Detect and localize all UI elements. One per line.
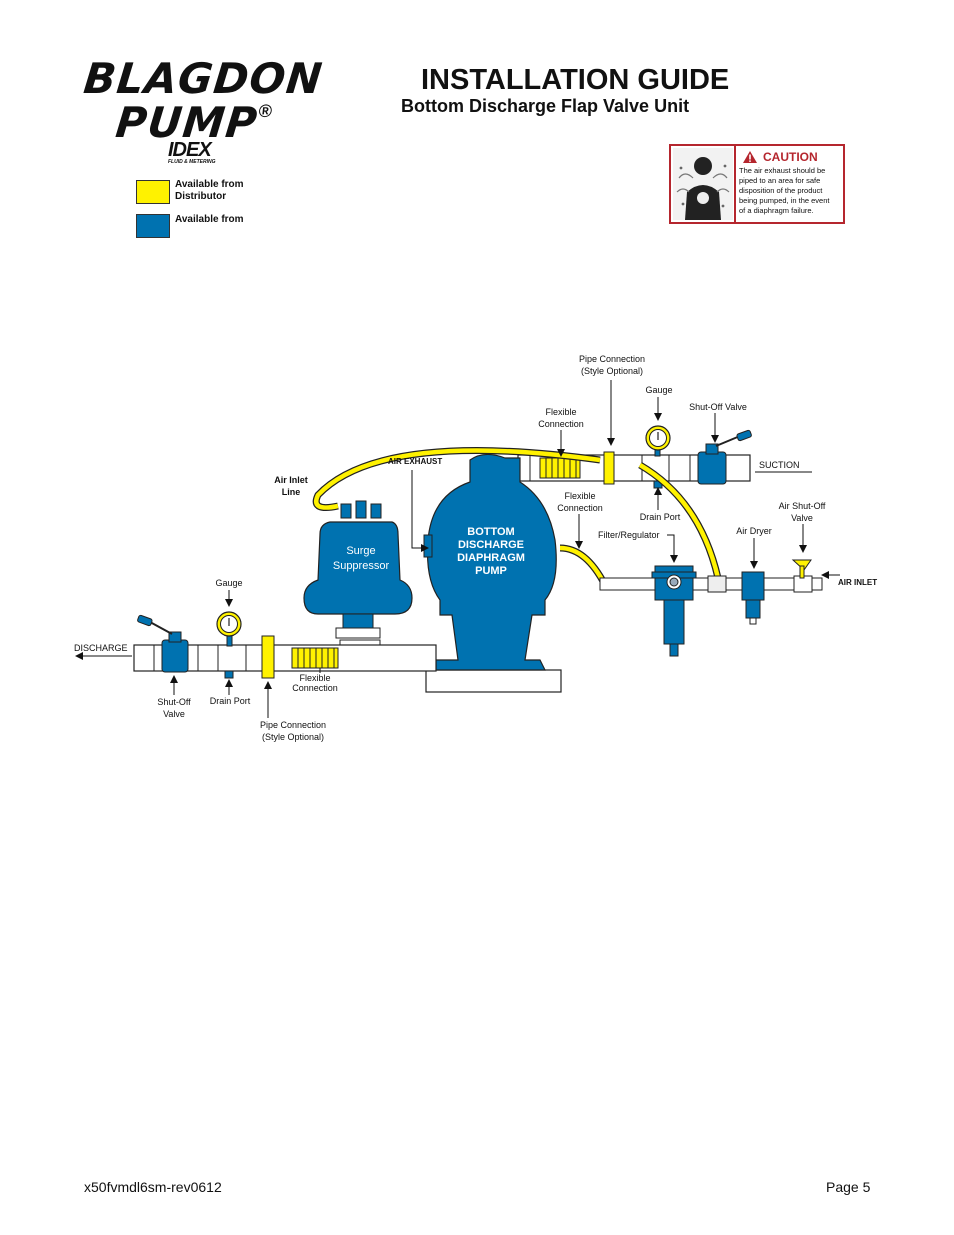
gauge-top (645, 425, 671, 457)
svg-text:Line: Line (282, 487, 301, 497)
label-flexible-connection-top: Flexible (545, 407, 576, 417)
svg-text:(Style Optional): (Style Optional) (262, 732, 324, 742)
filter-regulator (651, 565, 697, 657)
svg-text:Connection: Connection (557, 503, 603, 513)
svg-text:(Style Optional): (Style Optional) (581, 366, 643, 376)
label-filter-regulator: Filter/Regulator (598, 530, 660, 540)
registered-mark: ® (257, 101, 275, 121)
label-air-dryer: Air Dryer (736, 526, 772, 536)
flexible-connection-bottom (291, 647, 339, 669)
label-suction: SUCTION (759, 460, 800, 470)
label-pump: BOTTOM (467, 526, 514, 538)
gauge-bottom (216, 611, 242, 647)
page-title: INSTALLATION GUIDE (421, 64, 730, 96)
svg-text:DISCHARGE: DISCHARGE (458, 539, 524, 551)
label-air-exhaust: AIR EXHAUST (388, 457, 442, 466)
diaphragm-pump (423, 453, 562, 693)
drain-port-bottom (224, 670, 234, 679)
label-gauge-top: Gauge (645, 385, 672, 395)
label-gauge-bottom: Gauge (215, 578, 242, 588)
legend-swatch-distributor (136, 180, 170, 204)
idex-logo: IDEX FLUID & METERING (168, 140, 216, 165)
label-drain-port-top: Drain Port (640, 512, 681, 522)
label-drain-port-bottom: Drain Port (210, 696, 251, 706)
flexible-connection-top (539, 457, 581, 479)
label-flexible-connection-bottom: Flexible (299, 673, 330, 683)
warning-triangle-icon (743, 151, 757, 163)
page-subtitle: Bottom Discharge Flap Valve Unit (401, 96, 690, 116)
pipe-connection-top-flange (603, 451, 615, 485)
legend-swatch-blagdon (136, 214, 170, 238)
exhaust-warning-icon (673, 148, 733, 220)
doc-code: x50fvmdl6sm-rev0612 (84, 1179, 222, 1195)
air-dryer (741, 571, 765, 625)
air-shutoff-valve (791, 559, 812, 579)
label-shutoff-valve-bottom: Shut-Off (157, 697, 191, 707)
pipe-connection-bottom-flange (261, 635, 275, 679)
label-air-inlet: AIR INLET (838, 578, 877, 587)
label-flexible-connection-mid: Flexible (564, 491, 595, 501)
label-pipe-connection-top: Pipe Connection (579, 354, 645, 364)
label-shutoff-valve-top: Shut-Off Valve (689, 402, 747, 412)
svg-text:Valve: Valve (791, 513, 813, 523)
label-air-shutoff-valve: Air Shut-Off (779, 501, 826, 511)
shutoff-valve-top (697, 429, 752, 485)
caution-heading: CAUTION (763, 150, 818, 164)
label-air-inlet-line: Air Inlet (274, 475, 308, 485)
brand-logo: BLAGDON PUMP® (81, 54, 326, 147)
svg-text:Connection: Connection (538, 419, 584, 429)
page-number: Page 5 (826, 1179, 871, 1195)
svg-text:Valve: Valve (163, 709, 185, 719)
svg-text:DIAPHRAGM: DIAPHRAGM (457, 552, 525, 564)
svg-text:Connection: Connection (292, 683, 338, 693)
idex-wordmark: IDEX (168, 139, 212, 161)
label-surge-suppressor: Surge (346, 545, 375, 557)
surge-suppressor (303, 500, 413, 639)
air-inlet-pipe (599, 575, 823, 593)
legend-label-blagdon: Available from (175, 214, 244, 225)
shutoff-valve-bottom (137, 614, 189, 673)
idex-subtext: FLUID & METERING (168, 159, 216, 165)
installation-diagram: Pipe Connection (Style Optional) Gauge S… (74, 354, 877, 742)
label-pipe-connection-bottom: Pipe Connection (260, 720, 326, 730)
svg-text:Suppressor: Suppressor (333, 560, 390, 572)
label-discharge: DISCHARGE (74, 643, 128, 653)
svg-text:PUMP: PUMP (475, 565, 507, 577)
brand-line-1: BLAGDON (81, 54, 326, 103)
